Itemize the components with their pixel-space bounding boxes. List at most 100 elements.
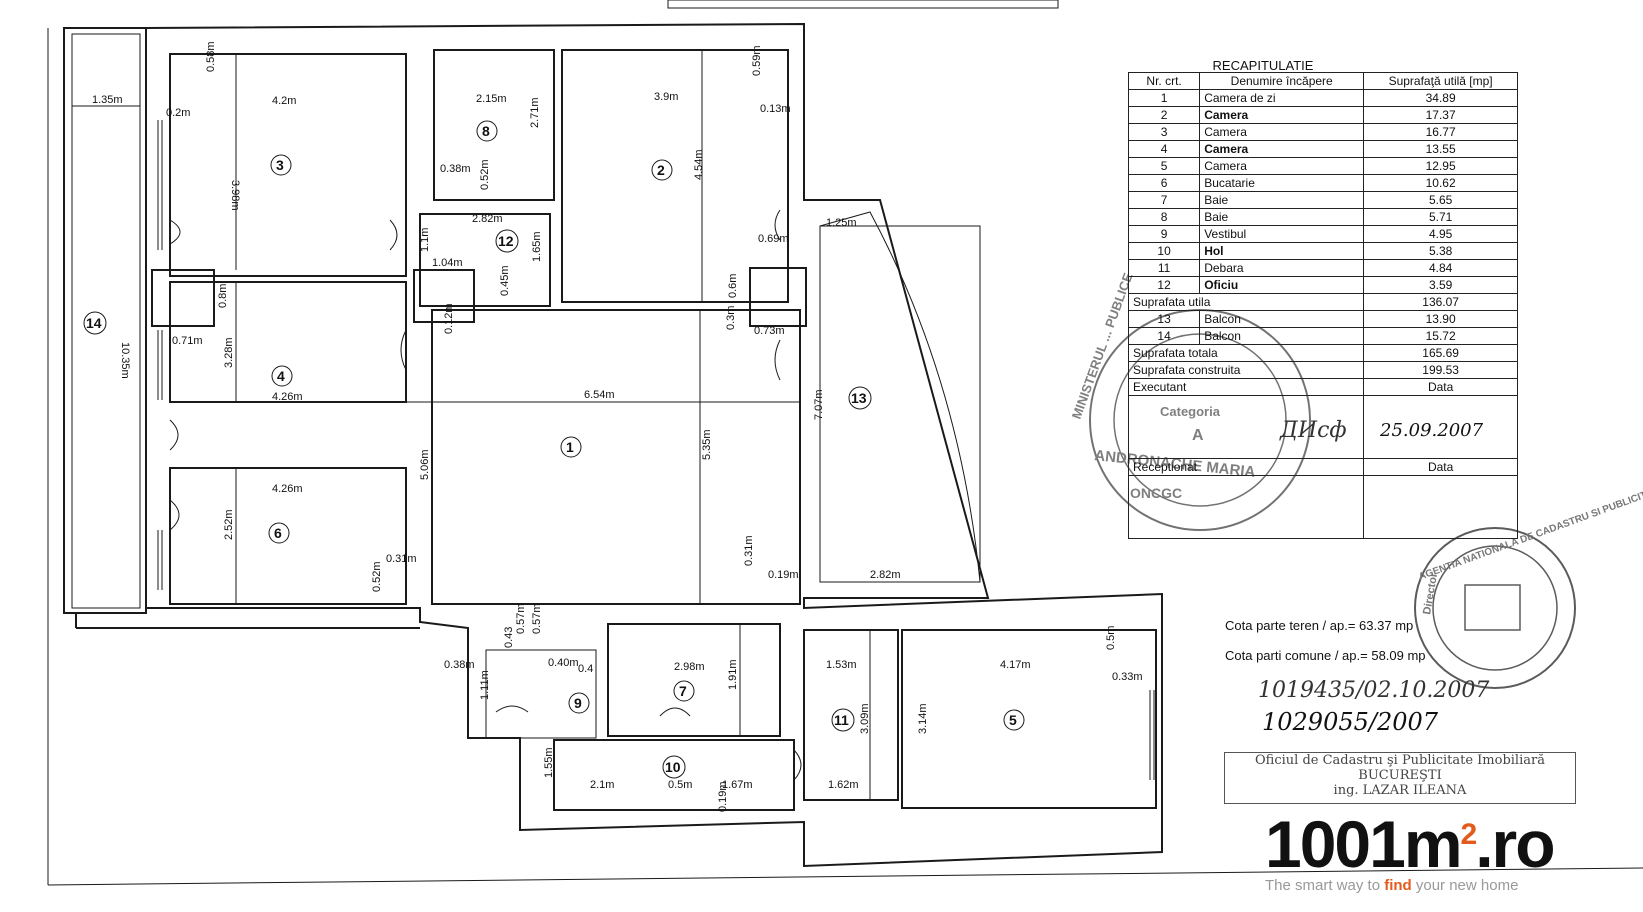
recap-cell-area: 17.37 — [1363, 106, 1518, 124]
dim-label: 0.69m — [758, 233, 789, 245]
recap-cell-nr: 6 — [1127, 174, 1201, 192]
cota-section: Cota parte teren / ap.= 63.37 mp Cota pa… — [1225, 618, 1426, 678]
recap-cell-label: Suprafata totala — [1127, 344, 1365, 362]
dim-label: 5.06m — [419, 449, 431, 480]
logo-wordmark: 1001m2.ro — [1265, 802, 1595, 877]
recap-cell-name: Baie — [1199, 208, 1365, 226]
room-label-8: 8 — [482, 123, 490, 139]
recap-receptionat-date-cell — [1363, 475, 1518, 539]
recap-cell-name: Camera — [1199, 157, 1365, 175]
logo-tagline: The smart way to find your new home — [1265, 877, 1595, 894]
dim-label: 5.35m — [701, 429, 713, 460]
recap-cell-area: 34.89 — [1363, 89, 1518, 107]
dim-label: 0.43 — [503, 627, 515, 648]
recap-cell-nr: 3 — [1127, 123, 1201, 141]
handwritten-number-2: 1029055/2007 — [1262, 708, 1439, 736]
dim-label: 0.57m — [515, 603, 527, 634]
recap-cell-area: 199.53 — [1363, 361, 1518, 379]
dim-label: 2.82m — [870, 569, 901, 581]
executant-signature: ДИсф — [1280, 418, 1347, 443]
stamp-ring-text: MINISTERUL ... PUBLICE — [1069, 271, 1136, 421]
recap-cell-area: 4.84 — [1363, 259, 1518, 277]
dim-label: 0.58m — [205, 41, 217, 72]
recap-cell-area: 4.95 — [1363, 225, 1518, 243]
dim-label: 10.35m — [119, 342, 131, 379]
recap-cell-nr: 12 — [1127, 276, 1201, 294]
dim-label: 1.1m — [419, 228, 431, 252]
dim-label: 0.45m — [499, 265, 511, 296]
dim-label: 0.8m — [217, 284, 229, 308]
dim-label: 0.52m — [479, 159, 491, 190]
recap-cell-nr: 13 — [1127, 310, 1201, 328]
room-label-9: 9 — [574, 695, 582, 711]
recap-header-area: Suprafaţă utilă [mp] — [1363, 72, 1518, 90]
dim-label: 1.55m — [543, 747, 555, 778]
recap-cell-name: Bucatarie — [1199, 174, 1365, 192]
room-label-11: 11 — [834, 712, 849, 728]
recap-cell-area: 12.95 — [1363, 157, 1518, 175]
recap-cell-nr: 1 — [1127, 89, 1201, 107]
room-label-10: 10 — [665, 759, 681, 775]
dim-label: 3.14m — [917, 703, 929, 734]
recap-cell-nr: 9 — [1127, 225, 1201, 243]
room-label-4: 4 — [277, 368, 285, 384]
dimension-labels: 1.35m 0.58m 4.2m 0.2m 3.98m 2.15m 2.71m … — [92, 41, 1143, 812]
logo-part-2: .ro — [1475, 807, 1555, 881]
oficiu-cadastru-stamp: Oficiul de Cadastru şi Publicitate Imobi… — [1224, 752, 1576, 804]
recap-cell-nr: 7 — [1127, 191, 1201, 209]
dim-label: 0.73m — [754, 325, 785, 337]
recap-signature-row — [1127, 395, 1518, 459]
cota-teren: Cota parte teren / ap.= 63.37 mp — [1225, 618, 1414, 633]
room-label-13: 13 — [851, 390, 867, 406]
recap-header-nr: Nr. crt. — [1127, 72, 1201, 90]
dim-label: 4.54m — [693, 149, 705, 180]
recap-cell-area: Data — [1363, 378, 1518, 396]
recap-signature-cell — [1127, 395, 1365, 459]
recap-cell-name: Vestibul — [1199, 225, 1365, 243]
recap-title: RECAPITULATIE — [1212, 58, 1314, 73]
dim-label: 1.04m — [432, 257, 463, 269]
room-label-2: 2 — [657, 162, 665, 178]
recap-cell-name: Baie — [1199, 191, 1365, 209]
logo-tag-find: find — [1384, 877, 1412, 894]
dim-label: 0.5m — [668, 779, 692, 791]
dim-label: 0.6m — [727, 274, 739, 298]
dim-label: 4.2m — [272, 95, 296, 107]
recap-cell-nr: 10 — [1127, 242, 1201, 260]
recap-cell-area: 3.59 — [1363, 276, 1518, 294]
dim-label: 2.98m — [674, 661, 705, 673]
dim-label: 0.3m — [725, 306, 737, 330]
recap-cell-name: Balcon — [1199, 327, 1365, 345]
recap-cell-area: 15.72 — [1363, 327, 1518, 345]
recap-cell-label: Receptionat — [1127, 458, 1365, 476]
site-logo: 1001m2.ro The smart way to find your new… — [1265, 802, 1595, 894]
room-label-7: 7 — [679, 683, 687, 699]
recap-header-name: Denumire încăpere — [1199, 72, 1365, 90]
dim-label: 0.2m — [166, 107, 190, 119]
recap-cell-nr: 5 — [1127, 157, 1201, 175]
recap-cell-name: Camera — [1199, 140, 1365, 158]
room-label-1: 1 — [566, 439, 574, 455]
recap-receptionat-sign-row — [1127, 475, 1518, 539]
dim-label: 2.82m — [472, 213, 503, 225]
dim-label: 0.13m — [760, 103, 791, 115]
recap-cell-label: Suprafata construita — [1127, 361, 1365, 379]
room-label-6: 6 — [274, 525, 282, 541]
dim-label: 0.71m — [172, 335, 203, 347]
recap-cell-name: Debara — [1199, 259, 1365, 277]
logo-superscript: 2 — [1460, 818, 1478, 851]
dim-label: 4.26m — [272, 391, 303, 403]
recap-cell-area: 13.55 — [1363, 140, 1518, 158]
